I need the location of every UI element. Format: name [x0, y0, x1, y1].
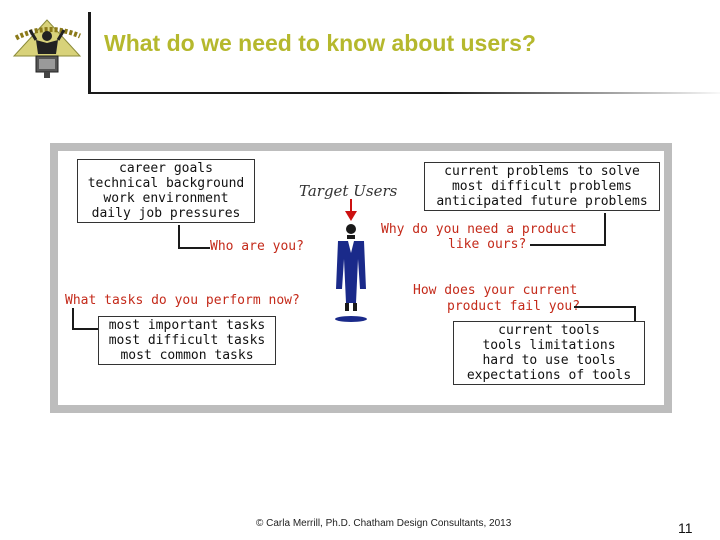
why-question-line2: like ours? [448, 237, 527, 252]
tasks-item: most difficult tasks [108, 333, 266, 348]
who-question: Who are you? [210, 239, 304, 254]
fail-box: current tools tools limitations hard to … [453, 321, 645, 385]
title-divider-vertical [88, 12, 91, 94]
who-box: career goals technical background work e… [77, 159, 255, 223]
who-connector-h [178, 247, 210, 249]
why-connector-v [604, 213, 606, 246]
why-item: anticipated future problems [436, 194, 648, 209]
why-question-line1: Why do you need a product [381, 222, 577, 237]
why-item: most difficult problems [451, 179, 632, 194]
fail-connector-v [634, 306, 636, 322]
tasks-question: What tasks do you perform now? [65, 293, 300, 308]
why-connector-h [530, 244, 606, 246]
tasks-connector-v [72, 308, 74, 330]
who-connector-v [178, 225, 180, 249]
page-number: 11 [678, 520, 693, 536]
who-item: daily job pressures [91, 206, 241, 221]
user-computer-logo-icon [12, 19, 82, 78]
slide-title: What do we need to know about users? [104, 30, 536, 56]
why-item: current problems to solve [444, 164, 640, 179]
footer-copyright: © Carla Merrill, Ph.D. Chatham Design Co… [256, 518, 512, 529]
fail-item: hard to use tools [482, 353, 616, 368]
fail-item: tools limitations [482, 338, 616, 353]
fail-connector-h [574, 306, 636, 308]
fail-question-line2: product fail you? [447, 299, 581, 314]
who-item: career goals [119, 161, 213, 176]
tasks-item: most important tasks [108, 318, 266, 333]
tasks-box: most important tasks most difficult task… [98, 316, 276, 365]
fail-item: expectations of tools [466, 368, 632, 383]
who-item: technical background [87, 176, 245, 191]
why-box: current problems to solve most difficult… [424, 162, 660, 211]
target-users-label: Target Users [299, 182, 398, 200]
diagram-panel: career goals technical background work e… [50, 143, 672, 413]
diagram-canvas: career goals technical background work e… [58, 151, 664, 405]
who-item: work environment [103, 191, 229, 206]
target-user-figure [335, 199, 367, 322]
title-divider-horizontal [88, 92, 720, 94]
tasks-connector-h [72, 328, 98, 330]
fail-question-line1: How does your current [413, 283, 578, 298]
tasks-item: most common tasks [120, 348, 254, 363]
fail-item: current tools [498, 323, 600, 338]
